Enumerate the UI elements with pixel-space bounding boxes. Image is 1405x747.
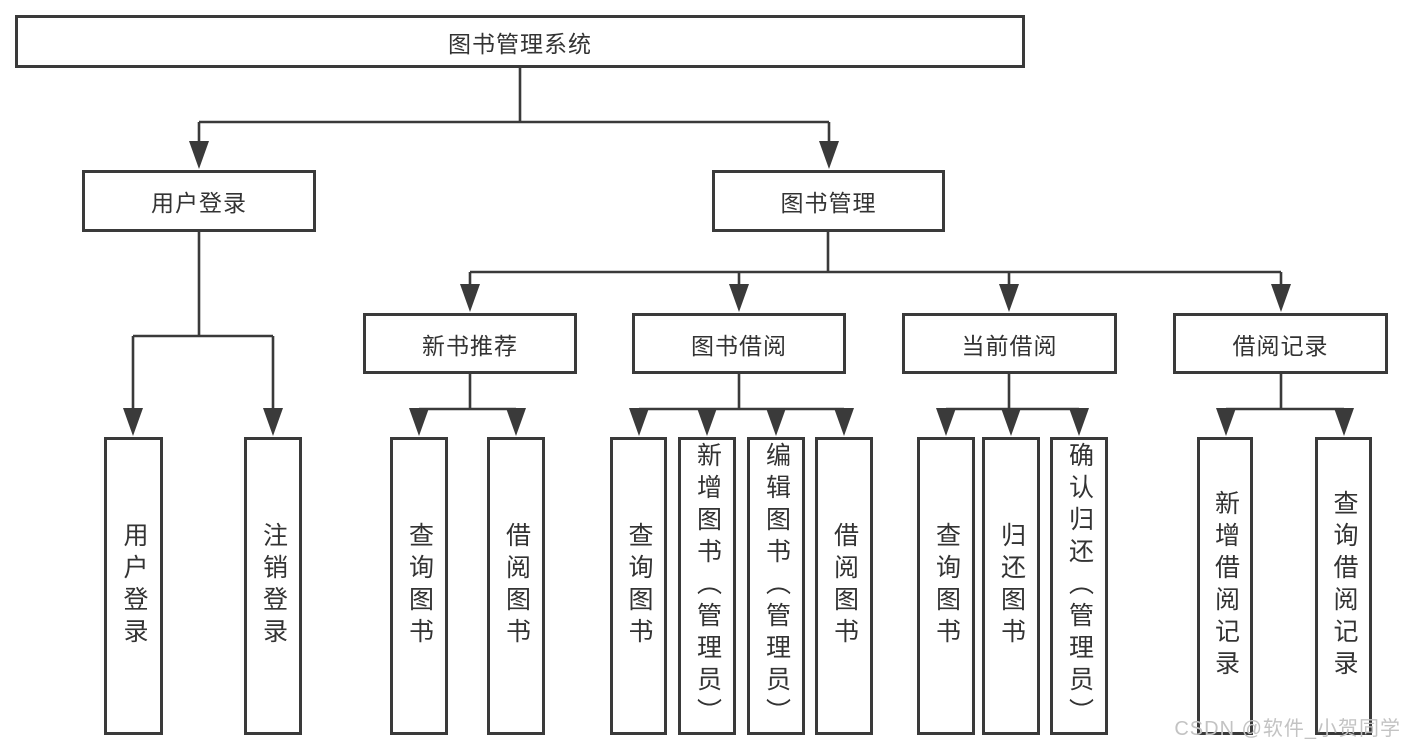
leaf-add-book-admin: 新增图书（管理员）	[678, 437, 736, 735]
node-current-borrowing-label: 当前借阅	[961, 332, 1058, 359]
leaf-add-book-admin-label: 新增图书（管理员）	[693, 442, 722, 730]
node-borrowing-records-label: 借阅记录	[1232, 332, 1329, 359]
leaf-query-books-current: 查询图书	[917, 437, 975, 735]
leaf-borrow-books-borrowing: 借阅图书	[815, 437, 873, 735]
leaf-query-books-recommend-label: 查询图书	[405, 522, 434, 650]
node-root-label: 图书管理系统	[448, 30, 592, 57]
leaf-user-login: 用户登录	[104, 437, 163, 735]
node-user-login-label: 用户登录	[151, 190, 247, 216]
leaf-logout: 注销登录	[244, 437, 302, 735]
leaf-query-books-current-label: 查询图书	[932, 522, 961, 650]
node-user-login: 用户登录	[82, 170, 316, 232]
leaf-query-books-borrowing-label: 查询图书	[625, 522, 653, 650]
leaf-query-borrow-record: 查询借阅记录	[1315, 437, 1372, 735]
leaf-edit-book-admin-label: 编辑图书（管理员）	[762, 442, 791, 730]
arrowheads	[123, 141, 1354, 436]
leaf-borrow-books-recommend-label: 借阅图书	[502, 522, 531, 650]
node-current-borrowing: 当前借阅	[902, 313, 1117, 374]
leaf-borrow-books-recommend: 借阅图书	[487, 437, 545, 735]
leaf-return-book-label: 归还图书	[997, 522, 1026, 650]
node-borrowing-records: 借阅记录	[1173, 313, 1388, 374]
node-root: 图书管理系统	[15, 15, 1025, 68]
node-book-management-label: 图书管理	[780, 190, 877, 216]
leaf-return-book: 归还图书	[982, 437, 1040, 735]
leaf-borrow-books-borrowing-label: 借阅图书	[830, 522, 859, 650]
leaf-confirm-return-admin: 确认归还（管理员）	[1050, 437, 1108, 735]
leaf-edit-book-admin: 编辑图书（管理员）	[747, 437, 805, 735]
watermark: CSDN @软件_小贺同学	[1174, 718, 1401, 740]
node-book-borrowing-label: 图书借阅	[691, 332, 787, 359]
leaf-query-books-borrowing: 查询图书	[610, 437, 667, 735]
leaf-user-login-label: 用户登录	[120, 522, 148, 650]
node-book-management: 图书管理	[712, 170, 945, 232]
node-new-book-recommend: 新书推荐	[363, 313, 577, 374]
node-book-borrowing: 图书借阅	[632, 313, 846, 374]
leaf-confirm-return-admin-label: 确认归还（管理员）	[1065, 442, 1094, 730]
leaf-query-borrow-record-label: 查询借阅记录	[1330, 490, 1358, 682]
node-new-book-recommend-label: 新书推荐	[422, 332, 518, 359]
leaf-add-borrow-record-label: 新增借阅记录	[1211, 490, 1240, 682]
leaf-add-borrow-record: 新增借阅记录	[1197, 437, 1253, 735]
leaf-query-books-recommend: 查询图书	[390, 437, 448, 735]
leaf-logout-label: 注销登录	[259, 522, 288, 650]
